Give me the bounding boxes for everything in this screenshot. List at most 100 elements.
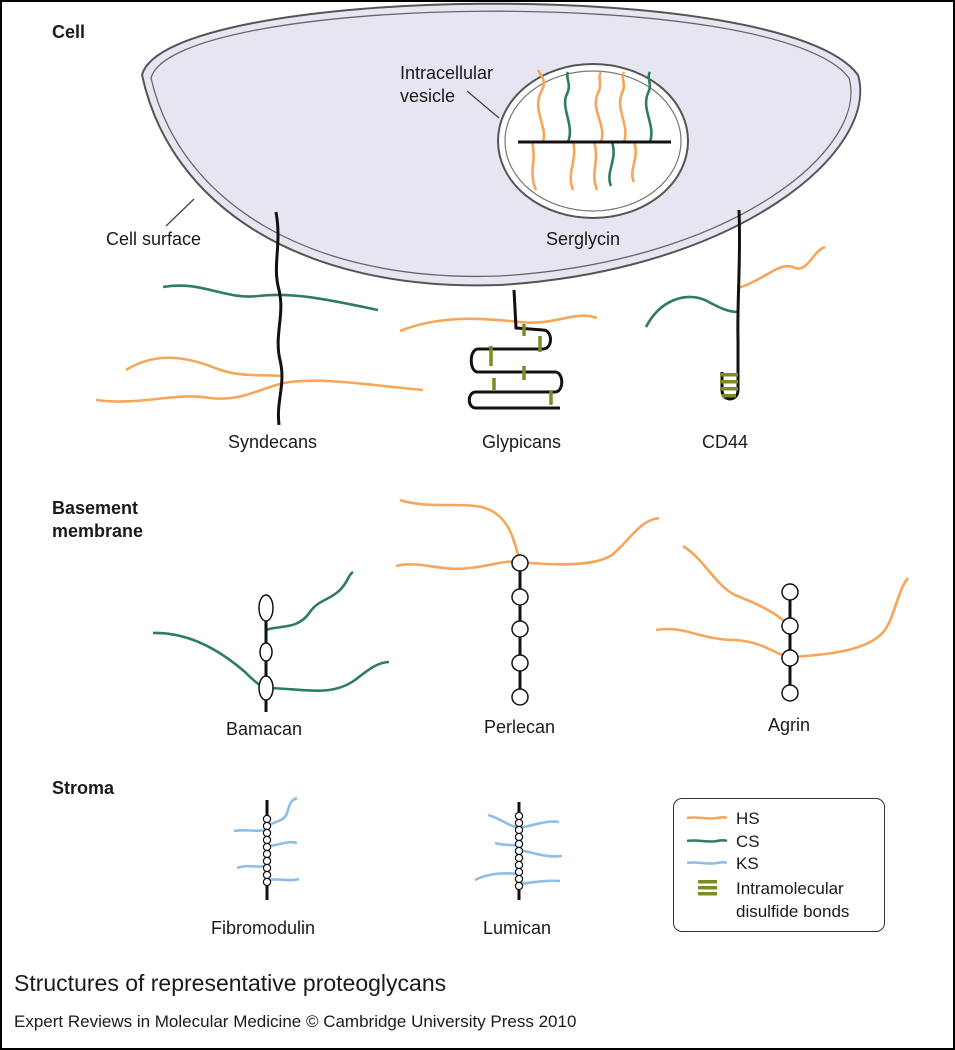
serglycin-gag-chain <box>631 141 637 183</box>
figure-credit: Expert Reviews in Molecular Medicine © C… <box>14 1012 577 1031</box>
serglycin-gag-chain <box>563 71 572 143</box>
perlecan-domain <box>511 554 529 572</box>
section-stroma: Stroma <box>52 778 115 798</box>
glypican-structure <box>399 289 598 410</box>
lumican-repeat-bead <box>514 811 524 821</box>
fibromodulin-repeat-bead <box>262 863 272 873</box>
agrin-gag-chain <box>682 544 791 627</box>
legend-ks-swatch <box>686 860 728 865</box>
legend-cs-label: CS <box>736 832 760 851</box>
lumican-repeats <box>514 811 524 891</box>
syndecan-structure <box>95 211 424 426</box>
fibromodulin-gag-chain <box>266 840 298 848</box>
cd44-gag-chain <box>737 245 826 290</box>
serglycin-gag-chain <box>569 141 576 191</box>
legend-disulfide-swatch <box>698 892 717 896</box>
fibromodulin-repeat-bead <box>262 870 272 880</box>
glypican-core-protein <box>467 289 564 410</box>
section-basement-membrane-line2: membrane <box>52 521 144 541</box>
serglycin-gag-chain <box>592 141 599 191</box>
lumican-repeat-bead <box>514 846 524 856</box>
fibromodulin-repeat-bead <box>262 828 272 838</box>
perlecan-structure <box>395 498 660 706</box>
perlecan-gag-chain <box>519 516 660 566</box>
bamacan-domain <box>258 675 274 701</box>
legend-hs-label: HS <box>736 809 760 828</box>
agrin-gag-chain <box>655 627 791 659</box>
syndecan-gag-chain <box>95 379 424 403</box>
label-intracellular-vesicle-line2: vesicle <box>400 86 456 106</box>
lumican-gag-chain <box>487 813 520 830</box>
legend-disulfide-label-line2: disulfide bonds <box>736 902 850 921</box>
legend-disulfide-label-line1: Intramolecular <box>736 879 844 898</box>
legend-cs-swatch <box>686 838 728 843</box>
perlecan-domain <box>511 654 529 672</box>
fibromodulin-repeat-bead <box>262 814 272 824</box>
lumican-gag-chain <box>474 872 520 882</box>
agrin-domain <box>781 684 799 702</box>
perlecan-domain <box>511 620 529 638</box>
lumican-gag-chain <box>518 848 563 858</box>
glypican-gag-chain <box>399 314 598 333</box>
cd44-disulfide-bond <box>720 380 738 384</box>
syndecan-core-protein <box>274 211 284 426</box>
vesicle-pointer <box>466 90 500 119</box>
label-serglycin: Serglycin <box>546 229 621 249</box>
label-syndecans: Syndecans <box>228 432 318 452</box>
serglycin-gag-chain <box>608 141 615 187</box>
syndecan-gag-chain <box>162 284 379 312</box>
intracellular-vesicle <box>466 63 689 219</box>
lumican-repeat-bead <box>514 874 524 884</box>
label-perlecan: Perlecan <box>484 717 556 737</box>
label-cd44: CD44 <box>702 432 749 452</box>
serglycin-gag-chain <box>536 69 546 143</box>
lumican-gag-chain <box>518 879 561 886</box>
cd44-gag-chain <box>644 295 739 328</box>
lumican-repeat-bead <box>514 839 524 849</box>
figure-caption: Structures of representative proteoglyca… <box>14 970 447 996</box>
perlecan-domain <box>511 588 529 606</box>
perlecan-gag-chain <box>399 498 522 563</box>
section-basement-membrane-line1: Basement <box>52 498 139 518</box>
legend-swatches <box>686 815 728 896</box>
fibromodulin-repeat-bead <box>262 842 272 852</box>
perlecan-gag-chain <box>395 560 521 571</box>
fibromodulin-gag-chain <box>266 877 300 882</box>
fibromodulin-gag-chain <box>233 828 268 833</box>
fibromodulin-repeat-bead <box>262 835 272 845</box>
label-agrin: Agrin <box>768 715 811 735</box>
bamacan-domain <box>258 594 274 622</box>
label-bamacan: Bamacan <box>226 719 303 739</box>
fibromodulin-repeat-bead <box>262 877 272 887</box>
agrin-structure <box>655 544 910 702</box>
lumican-structure <box>474 802 563 900</box>
bamacan-domain <box>259 642 273 662</box>
agrin-domain <box>781 649 799 667</box>
fibromodulin-repeat-bead <box>262 821 272 831</box>
label-lumican: Lumican <box>483 918 552 938</box>
lumican-repeat-bead <box>514 881 524 891</box>
fibromodulin-gag-chain <box>266 796 298 828</box>
label-cell-surface: Cell surface <box>106 229 202 249</box>
lumican-repeat-bead <box>514 860 524 870</box>
cd44-disulfide-bond <box>722 394 736 398</box>
fibromodulin-structure <box>233 796 300 900</box>
fibromodulin-repeats <box>262 814 272 887</box>
cell-inner-membrane <box>150 10 852 278</box>
serglycin-gag-chain <box>530 141 538 191</box>
lumican-repeat-bead <box>514 825 524 835</box>
cd44-core-protein <box>720 209 742 401</box>
bamacan-gag-chain <box>265 660 390 693</box>
label-glypicans: Glypicans <box>482 432 562 452</box>
legend-ks-label: KS <box>736 854 759 873</box>
cd44-structure <box>644 209 826 401</box>
legend-box: HS CS KS Intramolecular disulfide bonds <box>673 798 885 932</box>
lumican-repeat-bead <box>514 867 524 877</box>
lumican-repeat-bead <box>514 832 524 842</box>
fibromodulin-repeat-bead <box>262 849 272 859</box>
bamacan-structure <box>152 570 390 712</box>
legend-hs-swatch <box>686 815 728 820</box>
